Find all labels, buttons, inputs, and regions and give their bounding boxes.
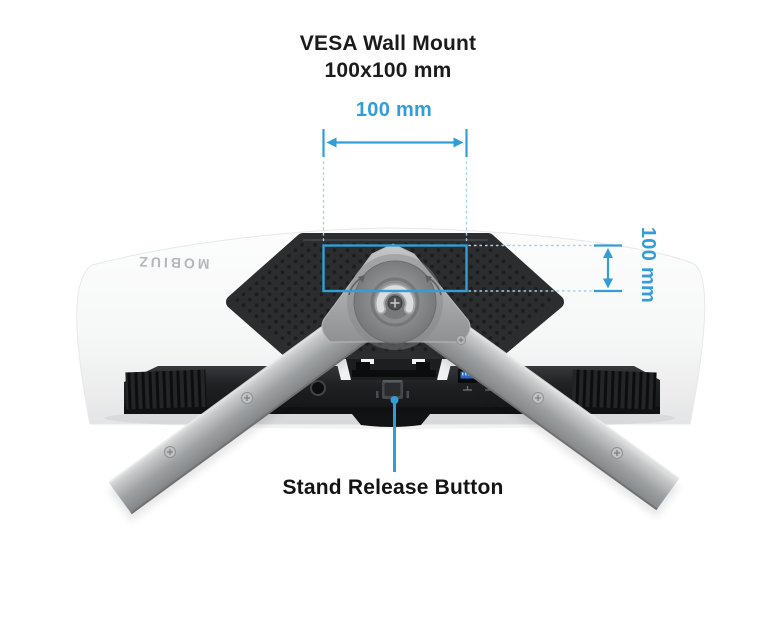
horizontal-dimension-label: 100 mm	[355, 99, 433, 121]
vent-grille-right	[571, 369, 657, 410]
diagram-title: VESA Wall Mount 100x100 mm	[0, 30, 776, 84]
stand-release-button-label: Stand Release Button	[282, 476, 504, 499]
strip-bottom-edge	[124, 407, 660, 414]
phillips-screw-icon	[164, 446, 176, 458]
phillips-screw-icon	[611, 447, 623, 459]
title-line-2: 100x100 mm	[324, 59, 452, 82]
vertical-dimension-label: 100 mm	[637, 226, 659, 304]
phillips-screw-icon	[532, 392, 544, 404]
vent-grille-left	[125, 369, 207, 410]
stand-release-button	[376, 380, 409, 399]
cable-tab	[352, 414, 430, 427]
title-line-1: VESA Wall Mount	[299, 32, 477, 55]
brand-logo-upside-down: MOBIUZ	[136, 253, 210, 273]
phillips-screw-icon	[241, 392, 253, 404]
phillips-screw-icon	[456, 335, 466, 345]
